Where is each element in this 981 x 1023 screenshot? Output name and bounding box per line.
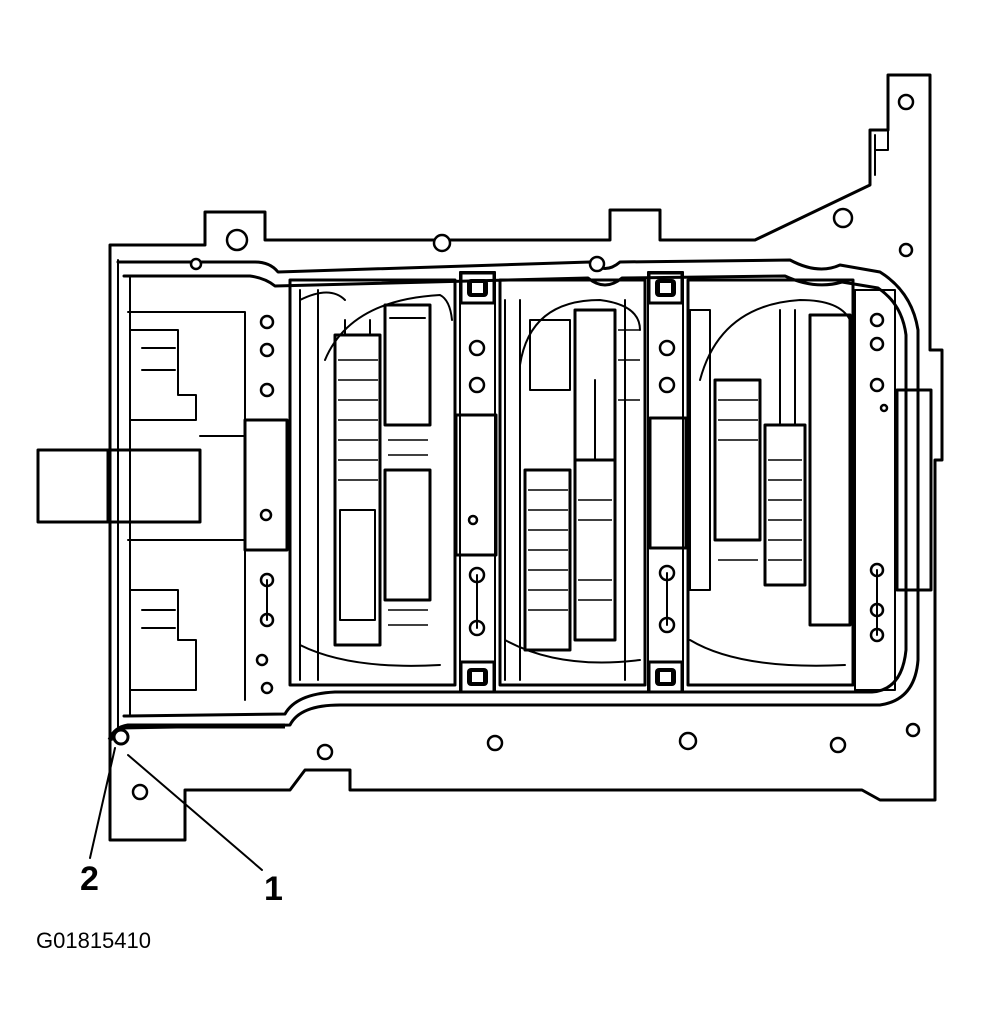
main-bearing-caps xyxy=(243,271,933,694)
figure-code: G01815410 xyxy=(36,928,151,953)
leader-line-1 xyxy=(127,754,263,871)
block-housing-outline xyxy=(108,73,944,842)
leader-lines xyxy=(89,747,263,871)
crank-nose xyxy=(36,311,246,701)
callout-1: 1 xyxy=(264,870,283,908)
perimeter-bolt-holes xyxy=(131,93,921,801)
callout-2: 2 xyxy=(80,860,99,898)
bearing-cap-bolts xyxy=(255,312,889,695)
sealant-bead xyxy=(107,723,285,746)
cylinder-bay-1 xyxy=(288,278,457,687)
cylinder-bay-2 xyxy=(498,278,647,687)
leader-line-2 xyxy=(89,747,116,859)
cylinder-bay-3 xyxy=(686,278,855,687)
